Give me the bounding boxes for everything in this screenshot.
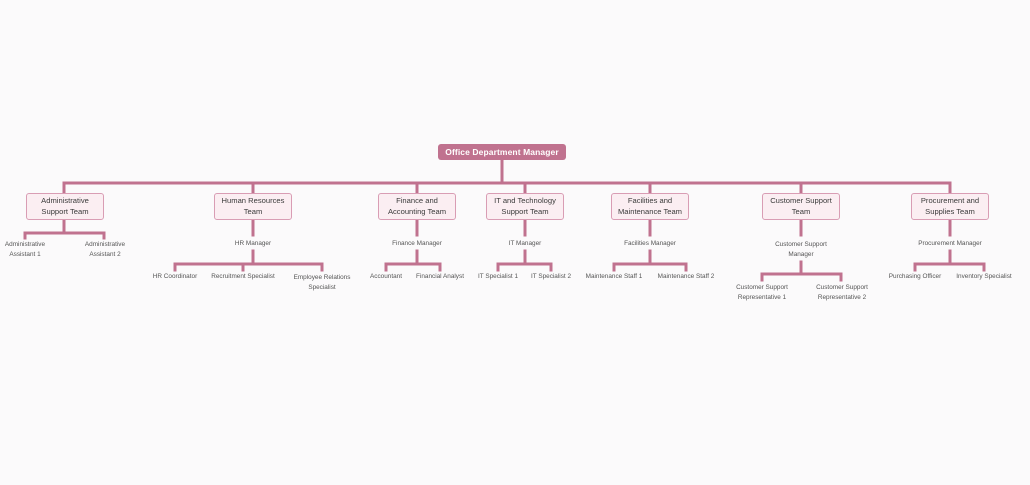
leaf-accountant[interactable]: Accountant — [370, 273, 402, 281]
leaf-it-specialist-2[interactable]: IT Specialist 2 — [530, 273, 572, 281]
leaf-administrative-assistant-2[interactable]: Administrative Assistant 2 — [84, 240, 126, 259]
leaf-hr-manager[interactable]: HR Manager — [234, 240, 272, 248]
leaf-maintenance-staff-1[interactable]: Maintenance Staff 1 — [585, 273, 643, 281]
leaf-it-specialist-1[interactable]: IT Specialist 1 — [477, 273, 519, 281]
leaf-customer-support-representative-2[interactable]: Customer Support Representative 2 — [816, 283, 868, 302]
team-node-customer-support[interactable]: Customer Support Team — [762, 193, 840, 220]
leaf-customer-support-manager[interactable]: Customer Support Manager — [775, 240, 827, 259]
root-node[interactable]: Office Department Manager — [438, 144, 566, 160]
team-node-facilities-maintenance[interactable]: Facilities and Maintenance Team — [611, 193, 689, 220]
leaf-inventory-specialist[interactable]: Inventory Specialist — [956, 273, 1012, 281]
team-node-administrative-support[interactable]: Administrative Support Team — [26, 193, 104, 220]
leaf-hr-coordinator[interactable]: HR Coordinator — [152, 273, 198, 281]
leaf-administrative-assistant-1[interactable]: Administrative Assistant 1 — [4, 240, 46, 259]
leaf-facilities-manager[interactable]: Facilities Manager — [624, 240, 676, 248]
team-node-finance-accounting[interactable]: Finance and Accounting Team — [378, 193, 456, 220]
leaf-customer-support-representative-1[interactable]: Customer Support Representative 1 — [736, 283, 788, 302]
leaf-financial-analyst[interactable]: Financial Analyst — [416, 273, 464, 281]
leaf-finance-manager[interactable]: Finance Manager — [392, 240, 442, 248]
team-node-procurement-supplies[interactable]: Procurement and Supplies Team — [911, 193, 989, 220]
leaf-procurement-manager[interactable]: Procurement Manager — [918, 240, 982, 248]
leaf-purchasing-officer[interactable]: Purchasing Officer — [888, 273, 942, 281]
leaf-maintenance-staff-2[interactable]: Maintenance Staff 2 — [657, 273, 715, 281]
leaf-recruitment-specialist[interactable]: Recruitment Specialist — [211, 273, 275, 281]
team-node-human-resources[interactable]: Human Resources Team — [214, 193, 292, 220]
leaf-employee-relations-specialist[interactable]: Employee Relations Specialist — [293, 273, 351, 292]
leaf-it-manager[interactable]: IT Manager — [508, 240, 542, 248]
team-node-it-support[interactable]: IT and Technology Support Team — [486, 193, 564, 220]
